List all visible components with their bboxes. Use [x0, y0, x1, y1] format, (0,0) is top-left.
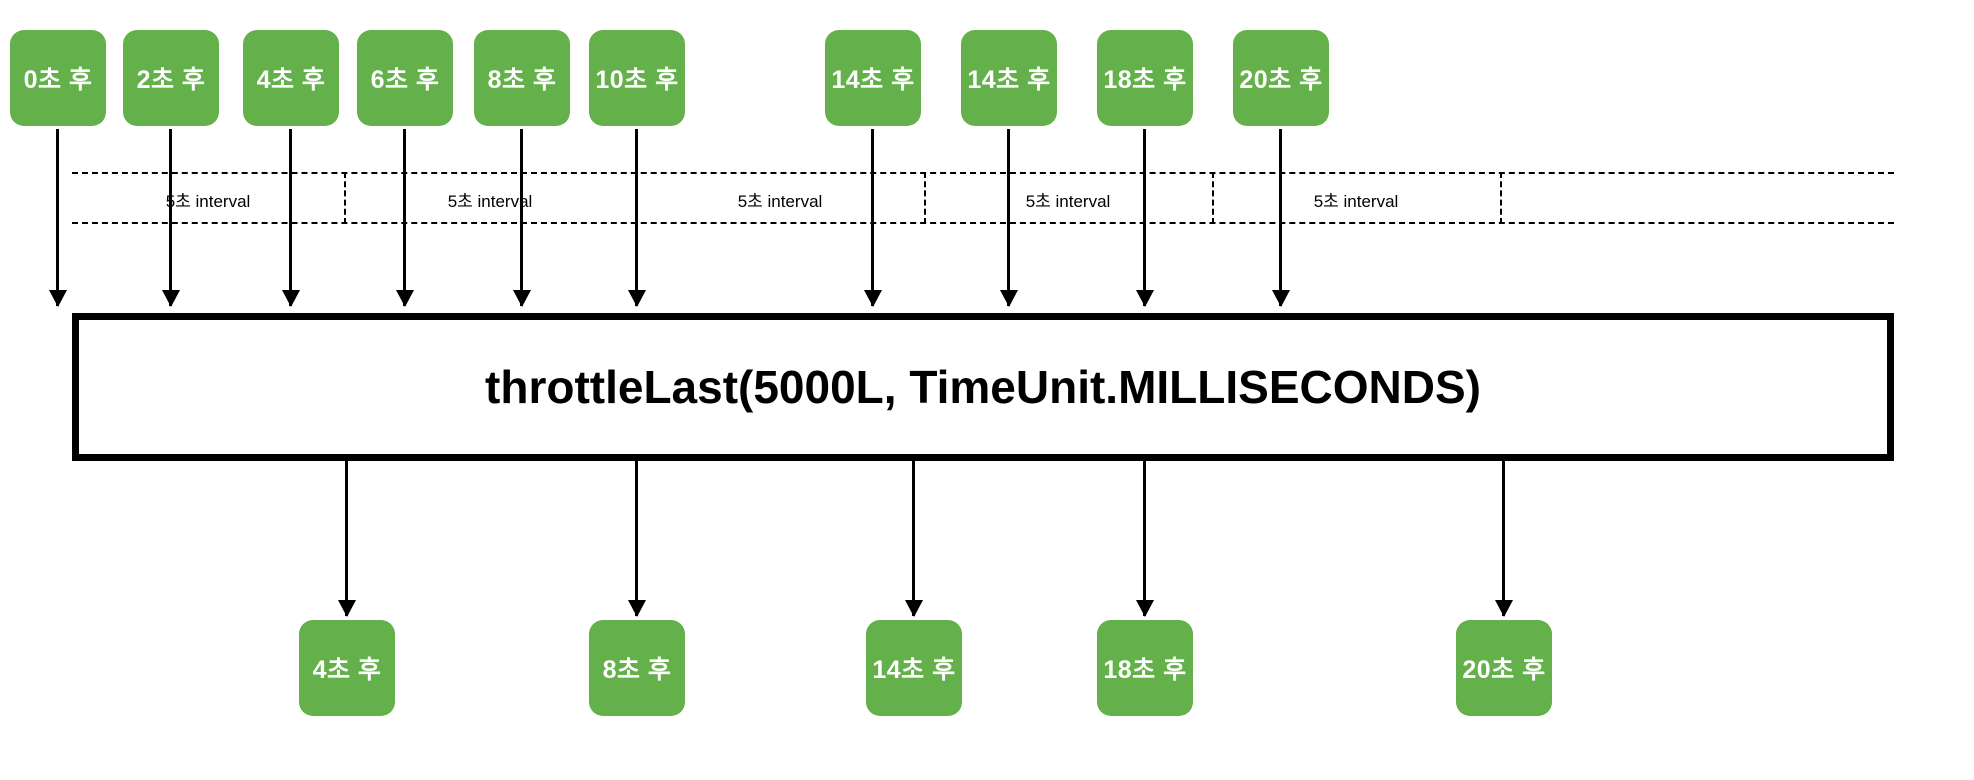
- operator-label: throttleLast(5000L, TimeUnit.MILLISECOND…: [485, 361, 1481, 413]
- interval-divider: [344, 172, 346, 224]
- output-arrow: [635, 461, 638, 616]
- input-arrow: [169, 129, 172, 306]
- input-event-box[interactable]: 20초 후: [1233, 30, 1329, 126]
- output-arrow: [1143, 461, 1146, 616]
- input-event-label: 18초 후: [1103, 66, 1187, 94]
- input-arrow: [520, 129, 523, 306]
- output-event-label: 20초 후: [1462, 656, 1546, 684]
- input-arrow: [403, 129, 406, 306]
- interval-divider: [1212, 172, 1214, 224]
- interval-label: 5초 interval: [1025, 191, 1111, 211]
- output-arrow: [1502, 461, 1505, 616]
- input-event-label: 14초 후: [967, 66, 1051, 94]
- input-event-box[interactable]: 14초 후: [961, 30, 1057, 126]
- output-event-label: 8초 후: [602, 656, 672, 684]
- input-arrow: [871, 129, 874, 306]
- input-arrow: [1143, 129, 1146, 306]
- interval-label: 5초 interval: [1313, 191, 1399, 211]
- interval-segment: 5초 interval: [72, 172, 344, 224]
- interval-segment: 5초 interval: [636, 172, 924, 224]
- output-event-label: 18초 후: [1103, 656, 1187, 684]
- input-event-box[interactable]: 14초 후: [825, 30, 921, 126]
- input-arrow: [289, 129, 292, 306]
- input-event-label: 8초 후: [487, 66, 557, 94]
- input-event-label: 20초 후: [1239, 66, 1323, 94]
- input-event-label: 10초 후: [595, 66, 679, 94]
- interval-divider: [1500, 172, 1502, 224]
- input-event-box[interactable]: 2초 후: [123, 30, 219, 126]
- interval-segment: 5초 interval: [344, 172, 636, 224]
- output-event-box[interactable]: 14초 후: [866, 620, 962, 716]
- output-arrow: [345, 461, 348, 616]
- output-event-label: 14초 후: [872, 656, 956, 684]
- interval-label: 5초 interval: [737, 191, 823, 211]
- input-event-label: 2초 후: [136, 66, 206, 94]
- output-arrow: [912, 461, 915, 616]
- input-event-box[interactable]: 8초 후: [474, 30, 570, 126]
- input-arrow: [1279, 129, 1282, 306]
- input-arrow: [635, 129, 638, 306]
- interval-segment: 5초 interval: [1212, 172, 1500, 224]
- input-arrow: [1007, 129, 1010, 306]
- output-event-box[interactable]: 8초 후: [589, 620, 685, 716]
- input-event-label: 6초 후: [370, 66, 440, 94]
- input-event-box[interactable]: 18초 후: [1097, 30, 1193, 126]
- output-event-box[interactable]: 4초 후: [299, 620, 395, 716]
- interval-segment: 5초 interval: [924, 172, 1212, 224]
- input-event-label: 4초 후: [256, 66, 326, 94]
- interval-band: [72, 172, 1894, 224]
- input-arrow: [56, 129, 59, 306]
- interval-label: 5초 interval: [165, 191, 251, 211]
- output-event-label: 4초 후: [312, 656, 382, 684]
- input-event-label: 14초 후: [831, 66, 915, 94]
- input-event-label: 0초 후: [23, 66, 93, 94]
- operator-box[interactable]: throttleLast(5000L, TimeUnit.MILLISECOND…: [72, 313, 1894, 461]
- output-event-box[interactable]: 20초 후: [1456, 620, 1552, 716]
- interval-divider: [924, 172, 926, 224]
- input-event-box[interactable]: 6초 후: [357, 30, 453, 126]
- input-event-box[interactable]: 4초 후: [243, 30, 339, 126]
- input-event-box[interactable]: 10초 후: [589, 30, 685, 126]
- input-event-box[interactable]: 0초 후: [10, 30, 106, 126]
- output-event-box[interactable]: 18초 후: [1097, 620, 1193, 716]
- interval-label: 5초 interval: [447, 191, 533, 211]
